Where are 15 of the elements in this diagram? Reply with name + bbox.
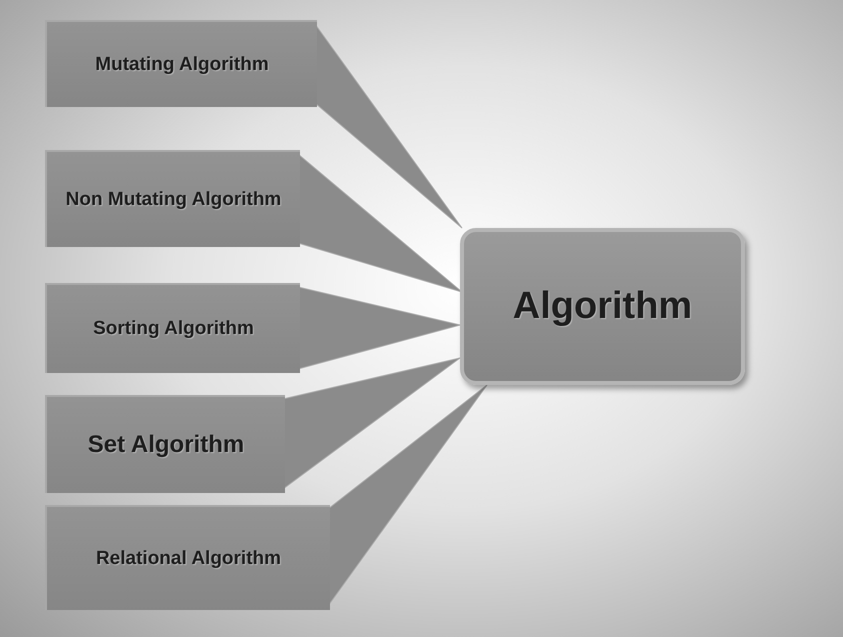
box-label: Mutating Algorithm: [95, 52, 269, 76]
category-box: [45, 150, 300, 247]
main-rounded-box: [460, 228, 745, 385]
box-label: Sorting Algorithm: [93, 317, 254, 341]
callout-pointer: [282, 358, 460, 490]
category-box: [45, 20, 317, 107]
box-label: Set Algorithm: [88, 430, 244, 460]
category-box: [45, 283, 300, 373]
callout-pointer: [298, 152, 462, 292]
box-label: Algorithm: [512, 284, 692, 329]
callout-pointer: [298, 286, 460, 370]
category-box: [45, 395, 285, 493]
category-box: [45, 505, 330, 610]
box-label: Relational Algorithm: [96, 546, 282, 570]
box-label: Non Mutating Algorithm: [66, 188, 282, 212]
